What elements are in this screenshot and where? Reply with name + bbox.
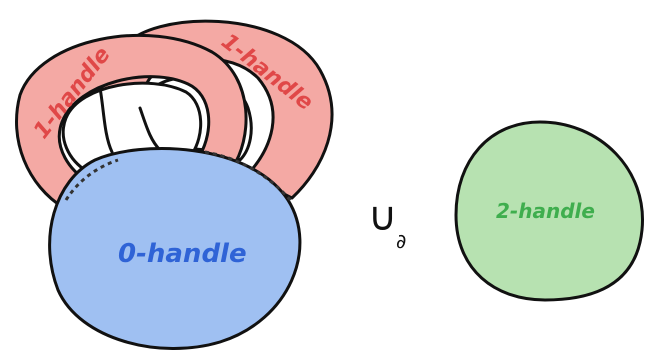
union-symbol: ∪ (368, 194, 397, 240)
two-handle-label: 2-handle (496, 199, 595, 223)
zero-handle-label: 0-handle (118, 239, 247, 269)
zero-handle (48, 147, 302, 350)
two-handle (454, 120, 644, 302)
boundary-subscript: ∂ (396, 229, 406, 253)
